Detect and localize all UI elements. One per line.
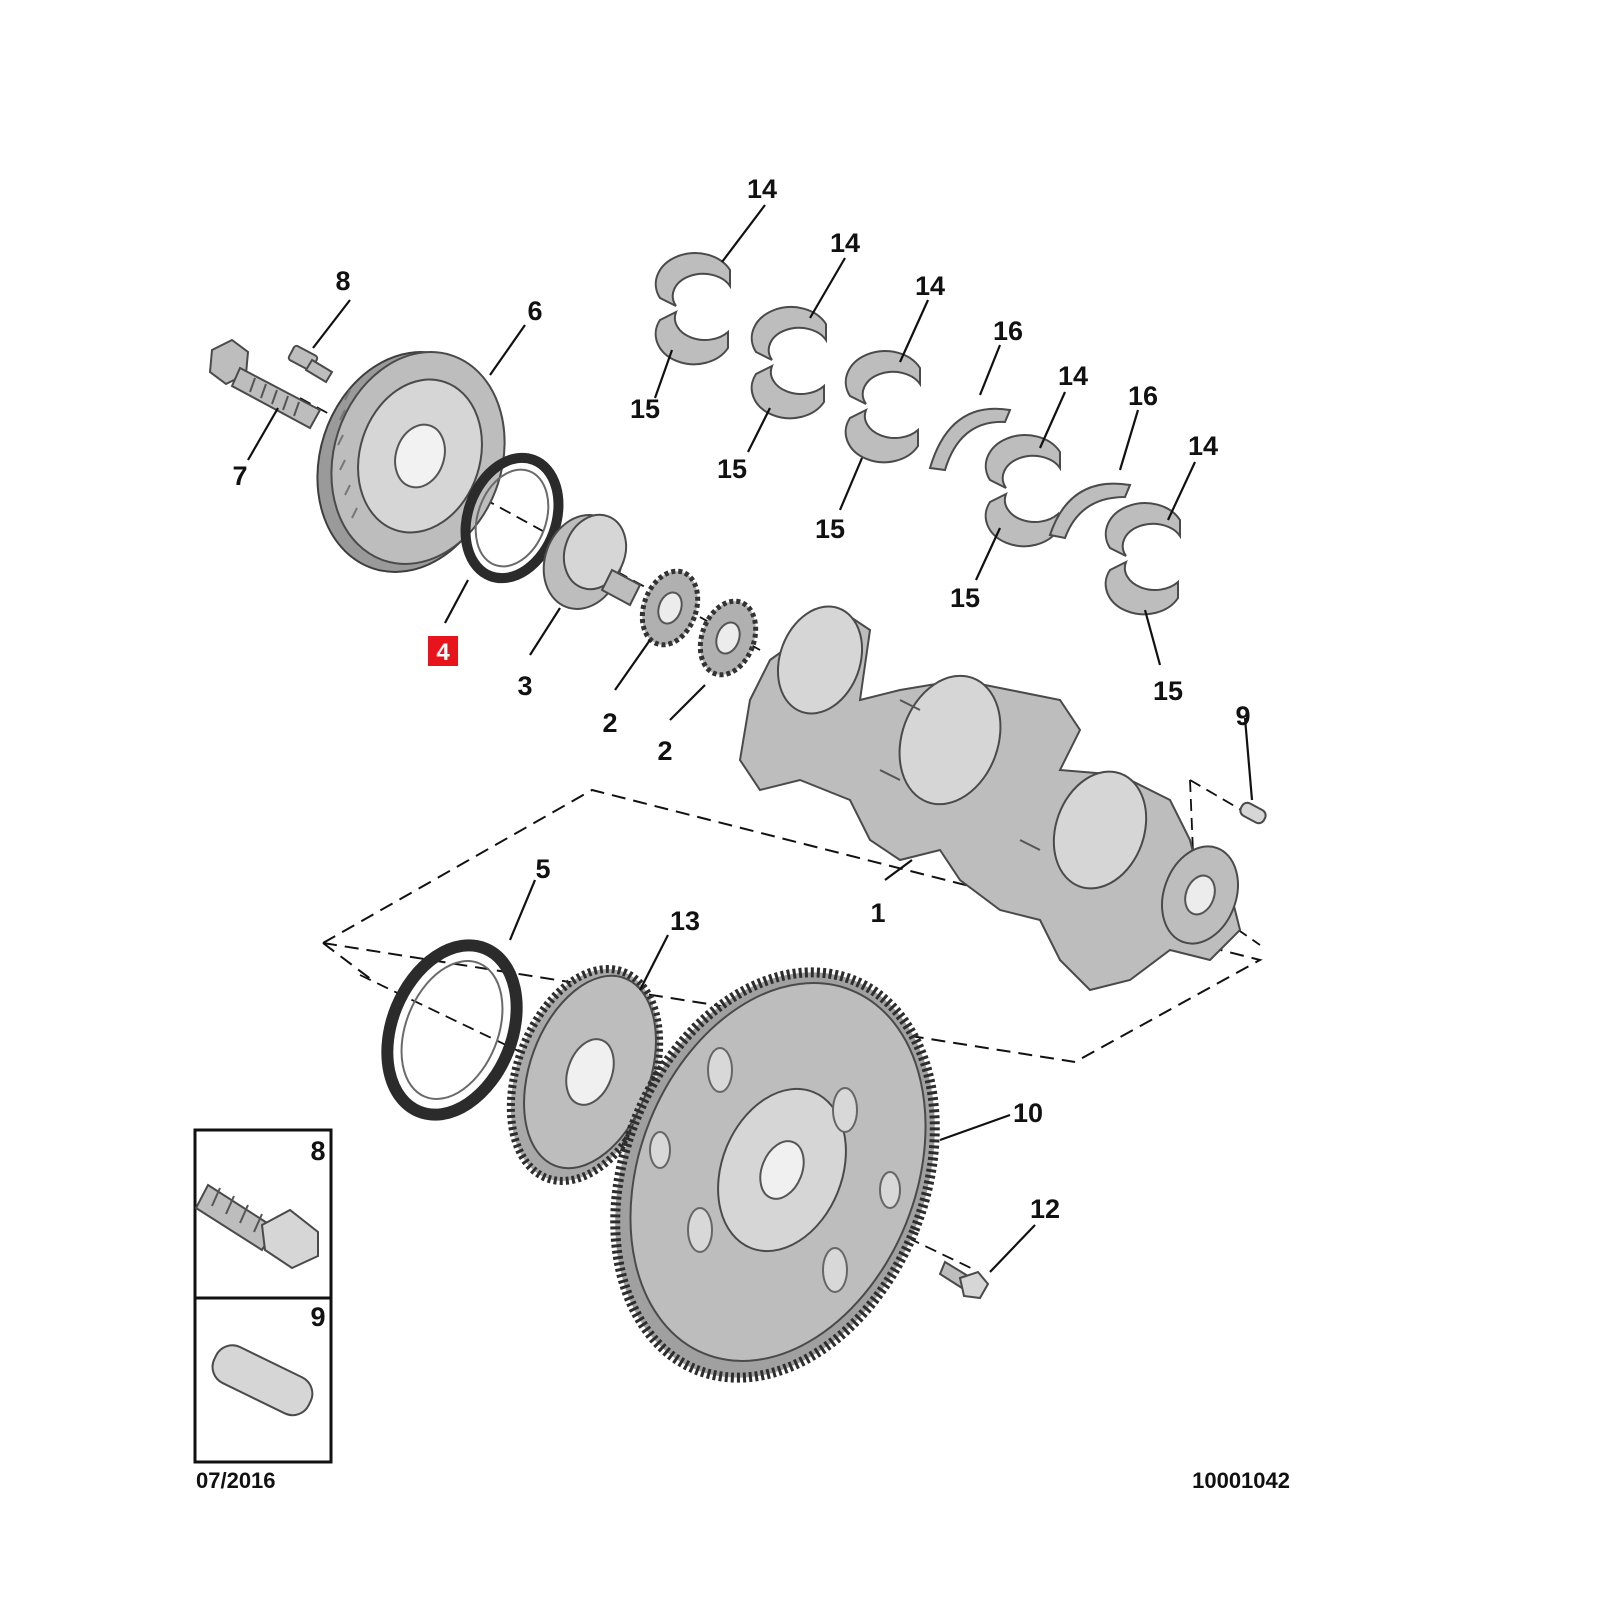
assembly-outline bbox=[322, 788, 1263, 1063]
bearing-shell-set-5 bbox=[1104, 502, 1181, 616]
callout-16a: 16 bbox=[993, 316, 1023, 346]
callout-12: 12 bbox=[1030, 1194, 1060, 1224]
callout-4-highlight bbox=[428, 636, 458, 666]
rear-oil-seal-5 bbox=[381, 939, 523, 1121]
dowel-pin-9 bbox=[1239, 801, 1267, 825]
callout-2a: 2 bbox=[602, 708, 617, 738]
callout-14a: 14 bbox=[747, 174, 777, 204]
callout-4: 4 bbox=[436, 639, 450, 666]
callout-10: 10 bbox=[1013, 1098, 1043, 1128]
callout-2b: 2 bbox=[657, 736, 672, 766]
crankshaft-pulley-6 bbox=[316, 351, 506, 573]
callout-14d: 14 bbox=[1058, 361, 1088, 391]
callout-14b: 14 bbox=[830, 228, 860, 258]
callout-3: 3 bbox=[517, 671, 532, 701]
callout-15d: 15 bbox=[950, 583, 980, 613]
flywheel-10 bbox=[610, 967, 940, 1383]
assembly-outline-left bbox=[322, 942, 373, 981]
inset-bolt-8-detail bbox=[194, 1183, 319, 1270]
bolt-8 bbox=[287, 344, 334, 384]
callout-15b: 15 bbox=[717, 454, 747, 484]
callout-5: 5 bbox=[535, 854, 550, 884]
callout-8: 8 bbox=[335, 266, 350, 296]
inset-panel bbox=[193, 1128, 333, 1464]
diagram-date: 07/2016 bbox=[196, 1468, 276, 1493]
thrust-washer-16a bbox=[928, 407, 1012, 472]
sprocket-2b bbox=[697, 598, 759, 678]
callout-6: 6 bbox=[527, 296, 542, 326]
bearing-shell-set-4 bbox=[984, 434, 1061, 548]
diagram-reference: 10001042 bbox=[1192, 1468, 1290, 1493]
callout-16b: 16 bbox=[1128, 381, 1158, 411]
inset-label-9: 9 bbox=[310, 1302, 325, 1332]
crankshaft-hub-3 bbox=[542, 513, 642, 610]
callout-15e: 15 bbox=[1153, 676, 1183, 706]
thrust-washer-16b bbox=[1048, 482, 1132, 540]
callout-1: 1 bbox=[870, 898, 885, 928]
callout-9: 9 bbox=[1235, 701, 1250, 731]
callout-15a: 15 bbox=[630, 394, 660, 424]
callout-7: 7 bbox=[232, 461, 247, 491]
inset-pin-9-detail bbox=[211, 1344, 314, 1417]
oil-seal-4 bbox=[460, 452, 564, 584]
bearing-shell-set-3 bbox=[844, 350, 921, 464]
crankshaft-1 bbox=[738, 605, 1242, 992]
leader-lines bbox=[247, 204, 1254, 1273]
callout-13: 13 bbox=[670, 906, 700, 936]
sprocket-2a bbox=[639, 568, 701, 648]
flywheel-bolt-12 bbox=[938, 1260, 990, 1300]
inset-label-8: 8 bbox=[310, 1136, 325, 1166]
callout-14e: 14 bbox=[1188, 431, 1218, 461]
callout-15c: 15 bbox=[815, 514, 845, 544]
bolt-7 bbox=[208, 338, 322, 430]
bearing-shell-set-1 bbox=[654, 252, 731, 366]
bearing-shell-set-2 bbox=[750, 306, 827, 420]
callout-14c: 14 bbox=[915, 271, 945, 301]
